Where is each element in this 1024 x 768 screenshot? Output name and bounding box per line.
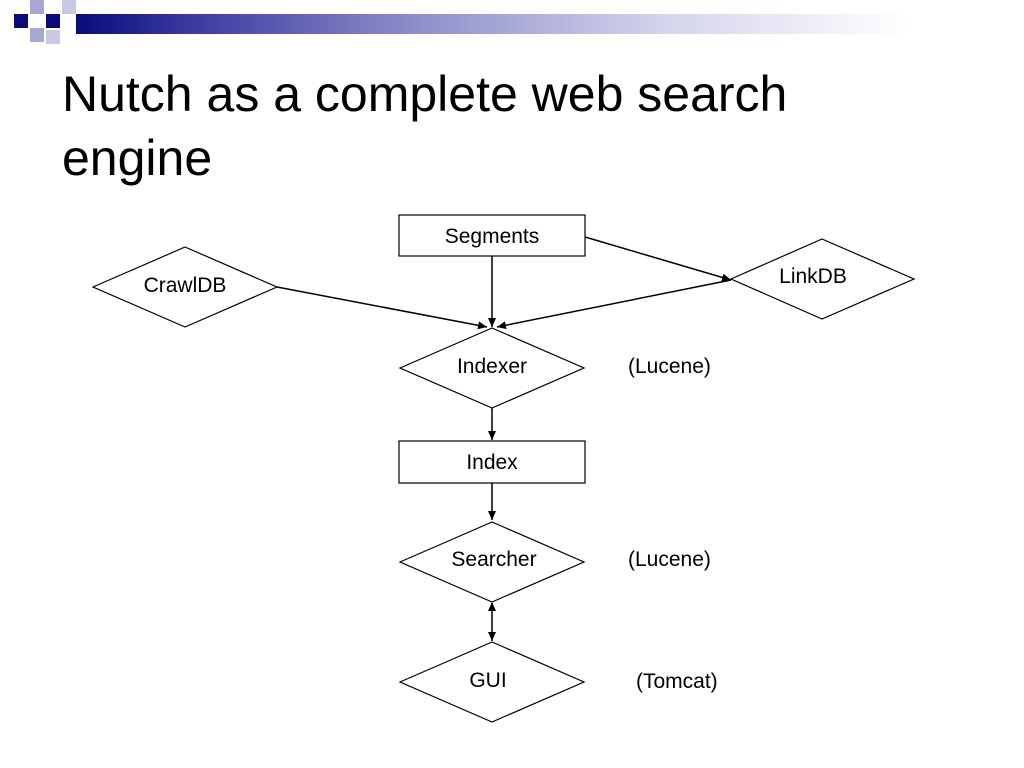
slide-title: Nutch as a complete web search engine — [62, 62, 962, 190]
header-square-3 — [46, 14, 60, 28]
crawldb-node: CrawlDB — [91, 246, 279, 328]
crawldb-label: CrawlDB — [144, 274, 227, 297]
linkdb-node: LinkDB — [729, 238, 916, 320]
header-gradient-bar — [76, 14, 1024, 34]
edge-linkdb-to-indexer — [496, 279, 732, 330]
header-square-2 — [30, 0, 44, 14]
searcher-label: Searcher — [451, 548, 536, 571]
slide-title-line-1: Nutch as a complete web search — [62, 66, 788, 122]
header-decoration — [0, 0, 1024, 44]
searcher-node: Searcher — [398, 521, 586, 603]
linkdb-label: LinkDB — [779, 265, 847, 288]
header-square-1 — [14, 14, 28, 28]
header-square-4 — [30, 28, 44, 42]
index-node: Index — [398, 440, 586, 484]
gui-node: GUI — [398, 641, 586, 723]
slide-title-line-2: engine — [62, 130, 213, 186]
searcher-note: (Lucene) — [628, 548, 711, 571]
header-square-6 — [46, 30, 60, 44]
edge-crawldb-to-indexer — [276, 286, 488, 330]
edge-segments-to-linkdb — [584, 236, 732, 282]
segments-label: Segments — [445, 225, 540, 248]
indexer-node: Indexer — [398, 327, 586, 409]
gui-label: GUI — [469, 669, 506, 692]
header-square-5 — [62, 0, 76, 14]
gui-note: (Tomcat) — [636, 670, 718, 693]
indexer-label: Indexer — [457, 355, 527, 378]
indexer-note: (Lucene) — [628, 355, 711, 378]
segments-node: Segments — [398, 214, 586, 257]
index-label: Index — [466, 451, 518, 474]
